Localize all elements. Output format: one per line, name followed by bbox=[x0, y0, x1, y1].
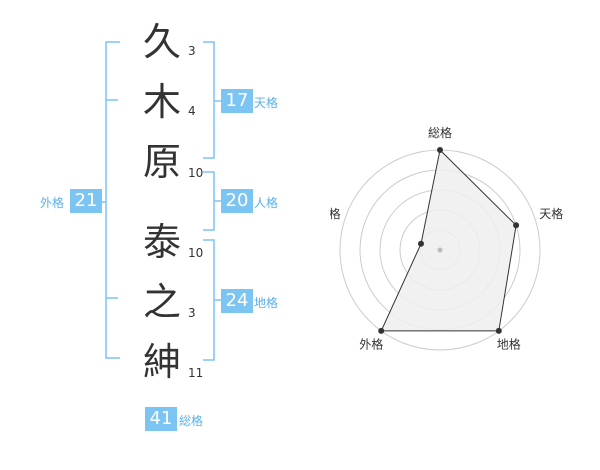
chikaku-bracket bbox=[203, 239, 215, 361]
radar-data-polygon bbox=[380, 148, 517, 332]
radar-axis-label-3: 地格 bbox=[497, 337, 521, 352]
radar-point-4 bbox=[378, 327, 385, 334]
radar-point-2 bbox=[513, 222, 520, 229]
radar-point-5 bbox=[418, 240, 424, 247]
soukaku-value-badge: 41 bbox=[145, 407, 177, 431]
tenkaku-value-badge: 17 bbox=[221, 89, 253, 113]
name-char-3: 原 bbox=[142, 140, 181, 184]
stroke-count-1: 3 bbox=[188, 44, 196, 58]
jinkaku-bracket bbox=[203, 171, 215, 231]
radar-axis-label-2: 天格 bbox=[539, 206, 563, 221]
stroke-count-4: 10 bbox=[188, 246, 204, 260]
radar-point-1 bbox=[437, 147, 443, 153]
chikaku-label: 地格 bbox=[254, 296, 279, 310]
gaikaku-value-badge: 21 bbox=[70, 189, 102, 213]
radar-axis-label-5: 人格 bbox=[330, 206, 341, 221]
jinkaku-value-badge: 20 bbox=[221, 189, 253, 213]
radar-point-3 bbox=[495, 327, 502, 334]
jinkaku-label: 人格 bbox=[254, 196, 279, 210]
radar-axis-label-4: 外格 bbox=[359, 337, 383, 352]
soukaku-label: 総格 bbox=[179, 414, 204, 428]
tenkaku-label: 天格 bbox=[254, 96, 279, 110]
stroke-count-2: 4 bbox=[188, 104, 196, 118]
radar-axis-label-1: 総格 bbox=[428, 125, 452, 140]
stroke-count-6: 11 bbox=[188, 366, 204, 380]
stroke-count-3: 10 bbox=[188, 166, 204, 180]
name-char-4: 泰 bbox=[142, 220, 181, 264]
radar-center-dot bbox=[437, 247, 443, 253]
name-char-1: 久 bbox=[142, 20, 181, 64]
gaikaku-bracket bbox=[105, 41, 120, 359]
name-char-2: 木 bbox=[142, 80, 181, 124]
gaikaku-label: 外格 bbox=[40, 196, 65, 210]
chikaku-value-badge: 24 bbox=[221, 289, 253, 313]
name-char-5: 之 bbox=[142, 280, 181, 324]
tenkaku-bracket bbox=[203, 41, 215, 159]
name-char-6: 紳 bbox=[142, 340, 181, 384]
stroke-count-5: 3 bbox=[188, 306, 196, 320]
